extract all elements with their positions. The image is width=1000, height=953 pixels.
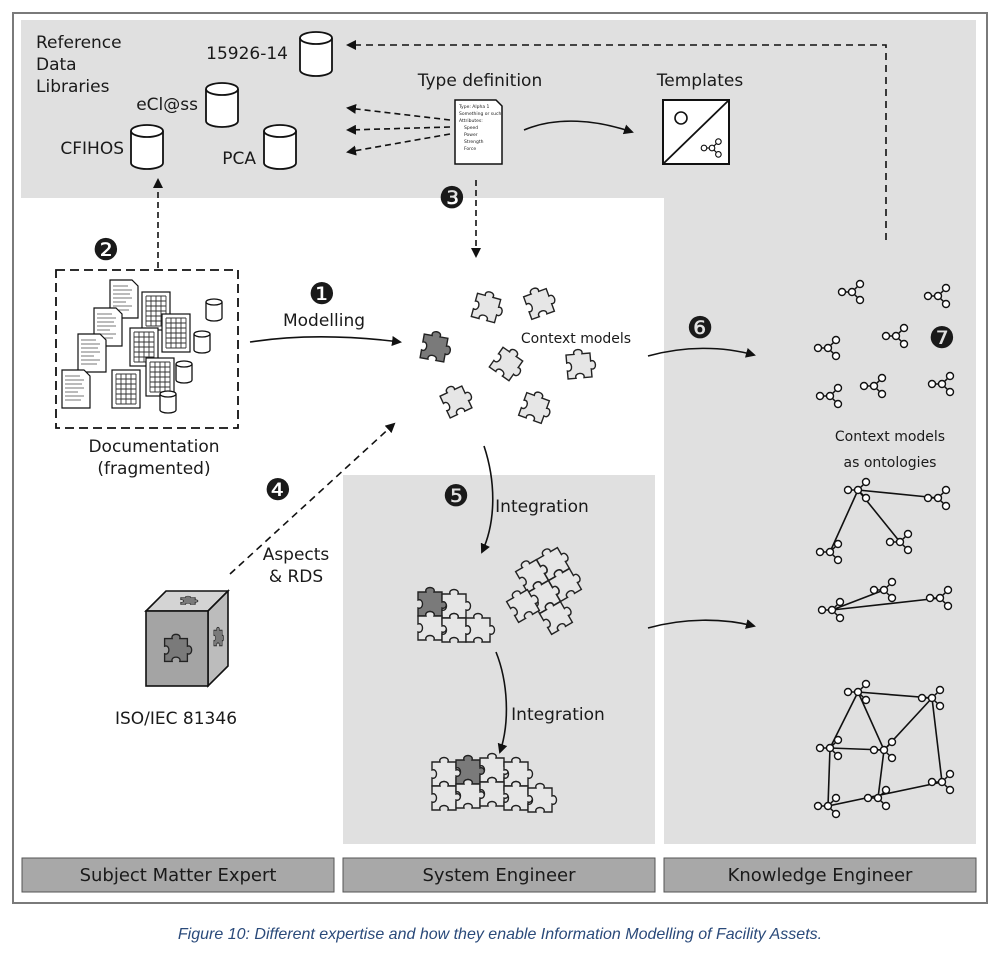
templates-icon (662, 99, 730, 165)
aspects-label-line1: Aspects (263, 545, 330, 565)
type-definition-document-icon: Type: Alpha 1 Something or such Attribut… (454, 99, 503, 165)
database-icon-eclass (205, 82, 239, 128)
figure-caption: Figure 10: Different expertise and how t… (177, 926, 823, 943)
ontology-network-1 (815, 477, 951, 565)
libraries-and-knowledge-panel (21, 20, 976, 844)
database-icon-cfihos (130, 124, 164, 170)
libraries-heading-line3: Libraries (36, 77, 110, 97)
iso-cube-icon (144, 589, 230, 688)
role-bar-knowledge-engineer (663, 857, 977, 893)
arrow-integration-2 (495, 651, 508, 754)
role-knowledge-engineer: Knowledge Engineer (728, 865, 913, 886)
step-3-marker: ❸ (439, 181, 466, 216)
dashed-arrow-to-libraries (346, 103, 451, 121)
documentation-label-line2: (fragmented) (97, 459, 210, 479)
type-definition-title: Type definition (417, 71, 542, 91)
step-6-marker: ❻ (687, 311, 714, 346)
step-4-marker: ❹ (265, 473, 292, 508)
role-bar-subject-matter-expert (21, 857, 335, 893)
database-icon-pca (263, 124, 297, 170)
library-15926-14: 15926-14 (206, 44, 288, 64)
role-bar-system-engineer (342, 857, 656, 893)
database-icon-15926 (299, 31, 333, 77)
iso-label: ISO/IEC 81346 (115, 709, 237, 729)
libraries-heading-line2: Data (36, 55, 77, 75)
context-models-label: Context models (521, 331, 631, 347)
dashed-arrow-aspects-to-context (229, 422, 396, 575)
step-7-marker: ❼ (929, 321, 956, 356)
library-cfihos: CFIHOS (60, 139, 124, 159)
role-subject-matter-expert: Subject Matter Expert (80, 865, 277, 886)
type-doc-line: Power (464, 132, 478, 138)
arrow-to-templates (523, 120, 634, 135)
step-5-marker: ❺ (443, 479, 470, 514)
diagram-canvas: Subject Matter Expert System Engineer Kn… (12, 12, 988, 904)
step-2-marker: ❷ (93, 233, 120, 268)
type-doc-line: Something or such (459, 111, 501, 117)
ontology-network-3 (813, 679, 955, 819)
ontologies-label-line2: as ontologies (844, 455, 937, 471)
library-pca: PCA (222, 149, 256, 169)
modelling-label: Modelling (283, 311, 365, 331)
ontology-network-2 (817, 577, 953, 623)
role-system-engineer: System Engineer (422, 865, 576, 886)
library-eclass: eCl@ss (136, 95, 198, 115)
type-doc-line: Force (464, 146, 476, 152)
ontologies-label-line1: Context models (835, 429, 945, 445)
type-doc-line: Speed (464, 125, 478, 131)
arrow-modelling (249, 335, 402, 346)
libraries-heading-line1: Reference (36, 33, 122, 53)
integration-label-2: Integration (511, 705, 605, 725)
arrow-context-to-ontologies (647, 347, 756, 358)
type-doc-line: Attributes: (459, 118, 483, 124)
dashed-arrow-to-libraries (346, 133, 451, 156)
aspects-label-line2: & RDS (269, 567, 323, 587)
arrow-integration-1 (480, 445, 494, 554)
integration-label-1: Integration (495, 497, 589, 517)
dashed-arrow-to-libraries (346, 124, 451, 135)
documentation-label-line1: Documentation (88, 437, 219, 457)
type-doc-line: Type: Alpha 1 (458, 104, 490, 110)
dashed-arrow-ontologies-to-libraries (346, 40, 887, 240)
arrow-integrated-to-ontologies (647, 619, 756, 629)
step-1-marker: ❶ (309, 277, 336, 312)
type-doc-line: Strength (464, 139, 484, 145)
templates-title: Templates (656, 71, 744, 91)
